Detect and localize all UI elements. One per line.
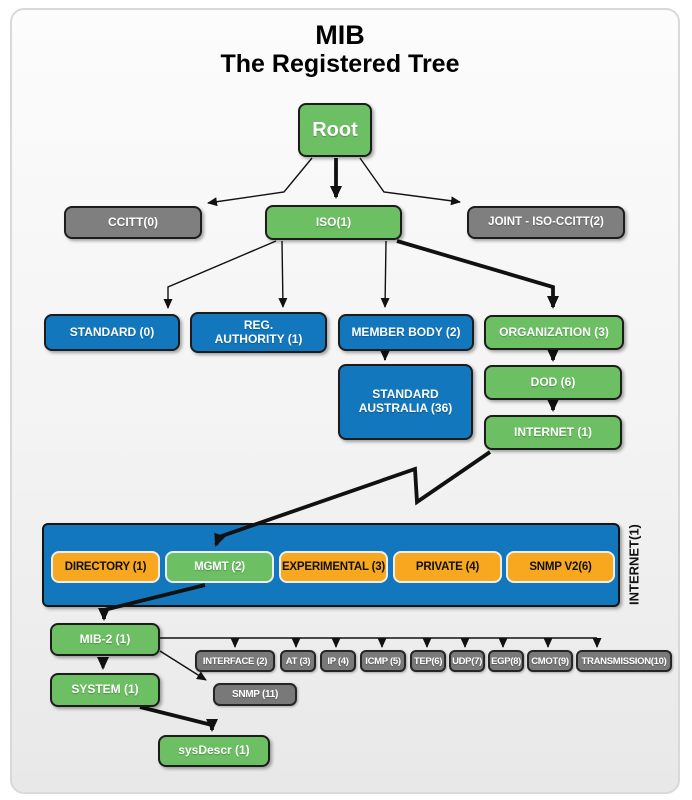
node-snmp-v2: SNMP V2(6) (506, 551, 615, 583)
node-transmission: TRANSMISSION(10) (576, 650, 672, 672)
node-joint-iso-ccitt: JOINT - ISO-CCITT(2) (467, 206, 625, 239)
node-udp: UDP(7) (449, 650, 485, 672)
node-experimental: EXPERIMENTAL (3) (279, 551, 388, 583)
diagram-title: MIB The Registered Tree (10, 20, 670, 78)
node-system: SYSTEM (1) (50, 673, 160, 707)
node-ccitt: CCITT(0) (64, 206, 202, 239)
node-icmp: ICMP (5) (360, 650, 406, 672)
node-tep: TEP(6) (410, 650, 446, 672)
internet-container: DIRECTORY (1) MGMT (2) EXPERIMENTAL (3) … (42, 523, 620, 607)
node-reg-authority: REG. AUTHORITY (1) (190, 312, 327, 353)
node-directory: DIRECTORY (1) (51, 551, 160, 583)
node-mgmt: MGMT (2) (165, 551, 274, 583)
node-reg-authority-line1: REG. (243, 317, 274, 332)
node-reg-authority-line2: AUTHORITY (1) (214, 331, 303, 346)
node-internet: INTERNET (1) (484, 415, 622, 450)
node-dod: DOD (6) (484, 365, 622, 400)
node-ip: IP (4) (320, 650, 356, 672)
node-standard: STANDARD (0) (44, 314, 180, 351)
node-at: AT (3) (280, 650, 316, 672)
node-organization: ORGANIZATION (3) (484, 315, 624, 350)
internet-container-side-label: INTERNET(1) (626, 524, 642, 606)
node-sysdescr: sysDescr (1) (158, 735, 270, 767)
node-standard-australia-line1: STANDARD (372, 387, 439, 402)
node-snmp-11: SNMP (11) (213, 683, 297, 706)
title-line-1: MIB (315, 20, 365, 50)
node-egp: EGP(8) (488, 650, 524, 672)
node-private: PRIVATE (4) (393, 551, 502, 583)
node-standard-australia: STANDARD AUSTRALIA (36) (338, 364, 473, 440)
node-standard-australia-line2: AUSTRALIA (36) (358, 401, 453, 415)
node-interface: INTERFACE (2) (195, 650, 275, 672)
node-member-body: MEMBER BODY (2) (338, 314, 474, 351)
node-mib-2: MIB-2 (1) (50, 623, 160, 656)
node-iso: ISO(1) (265, 205, 402, 240)
title-line-2: The Registered Tree (220, 50, 460, 78)
node-cmot: CMOT(9) (527, 650, 573, 672)
node-root: Root (298, 103, 372, 157)
